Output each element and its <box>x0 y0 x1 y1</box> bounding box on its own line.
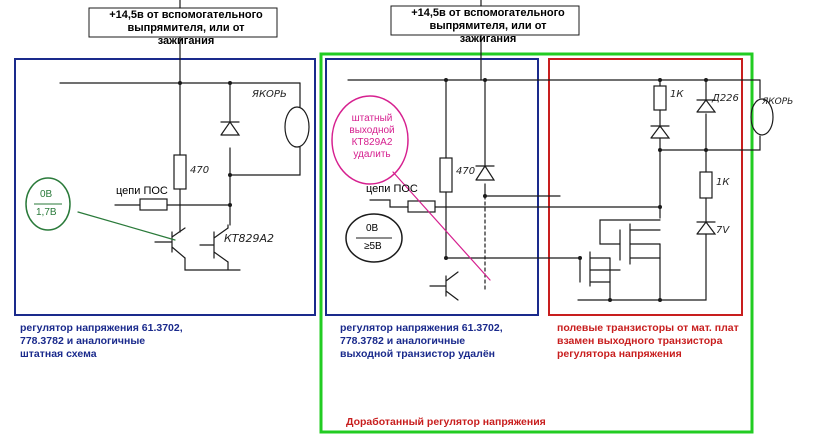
diode-d226 <box>696 99 717 113</box>
pos-resistor-left <box>139 198 168 211</box>
pos-right-wire <box>369 199 661 208</box>
bubble-left-bottom: 1,7В <box>36 207 57 218</box>
voltage-bubble-left <box>25 177 71 231</box>
bubble-right-top: 0В <box>366 223 379 234</box>
resistor-470-left <box>173 154 187 190</box>
transistor-left-1 <box>154 227 186 259</box>
pointer-left <box>77 211 176 241</box>
transistor-mid <box>429 271 459 301</box>
anchor-label-left: ЯКОРЬ <box>252 89 287 100</box>
resistor-470-left-label: 470 <box>190 165 210 176</box>
caption-right: полевые транзисторы от мат. плат взамен … <box>557 322 739 360</box>
pos-resistor-right <box>407 200 436 213</box>
transistor-left-label: КТ829А2 <box>224 232 275 245</box>
caption-mid: регулятор напряжения 61.3702, 778.3782 и… <box>340 322 503 360</box>
resistor-470-right-label: 470 <box>456 166 476 177</box>
resistor-470-right <box>439 157 453 193</box>
frame-left-blue <box>14 58 316 316</box>
resistor-1k-top-label: 1К <box>670 89 684 100</box>
frame-red <box>548 58 743 316</box>
diode-mid <box>475 164 496 181</box>
motor-left <box>284 106 310 148</box>
diode-d226-label: Д226 <box>712 93 739 104</box>
frame-green <box>319 52 754 434</box>
motor-right <box>750 98 774 136</box>
frame-mid-blue <box>325 58 539 316</box>
voltage-bubble-right <box>345 213 403 263</box>
led-bottom <box>696 221 717 235</box>
mosfet-2 <box>619 223 661 265</box>
diode-left <box>220 120 241 136</box>
annotation-text: штатный выходной КТ829А2 удалить <box>349 113 395 160</box>
zener-label: 7V <box>716 225 730 236</box>
caption-bottom: Доработанный регулятор напряжения <box>346 416 546 428</box>
supply-label-left: +14,5в от вспомогательного выпрямителя, … <box>109 9 263 47</box>
supply-right-box <box>390 5 580 36</box>
mosfet-1 <box>579 251 611 287</box>
pos-label-right: цепи ПОС <box>366 183 418 195</box>
anchor-label-right: ЯКОРЬ <box>762 97 794 107</box>
transistor-left-2 <box>199 227 229 263</box>
bubble-left-top: 0В <box>40 189 53 200</box>
caption-left: регулятор напряжения 61.3702, 778.3782 и… <box>20 322 183 360</box>
resistor-1k-mid-label: 1К <box>716 177 730 188</box>
led-top <box>650 125 671 139</box>
resistor-1k-mid <box>699 171 713 199</box>
pos-label-left: цепи ПОС <box>116 185 168 197</box>
supply-left-box <box>88 7 278 38</box>
resistor-1k-top <box>653 85 667 111</box>
supply-label-right: +14,5в от вспомогательного выпрямителя, … <box>411 7 565 45</box>
annotation-bubble <box>331 95 409 185</box>
annotation-arrow <box>392 171 491 281</box>
bubble-right-bottom: ≥5В <box>364 241 382 252</box>
